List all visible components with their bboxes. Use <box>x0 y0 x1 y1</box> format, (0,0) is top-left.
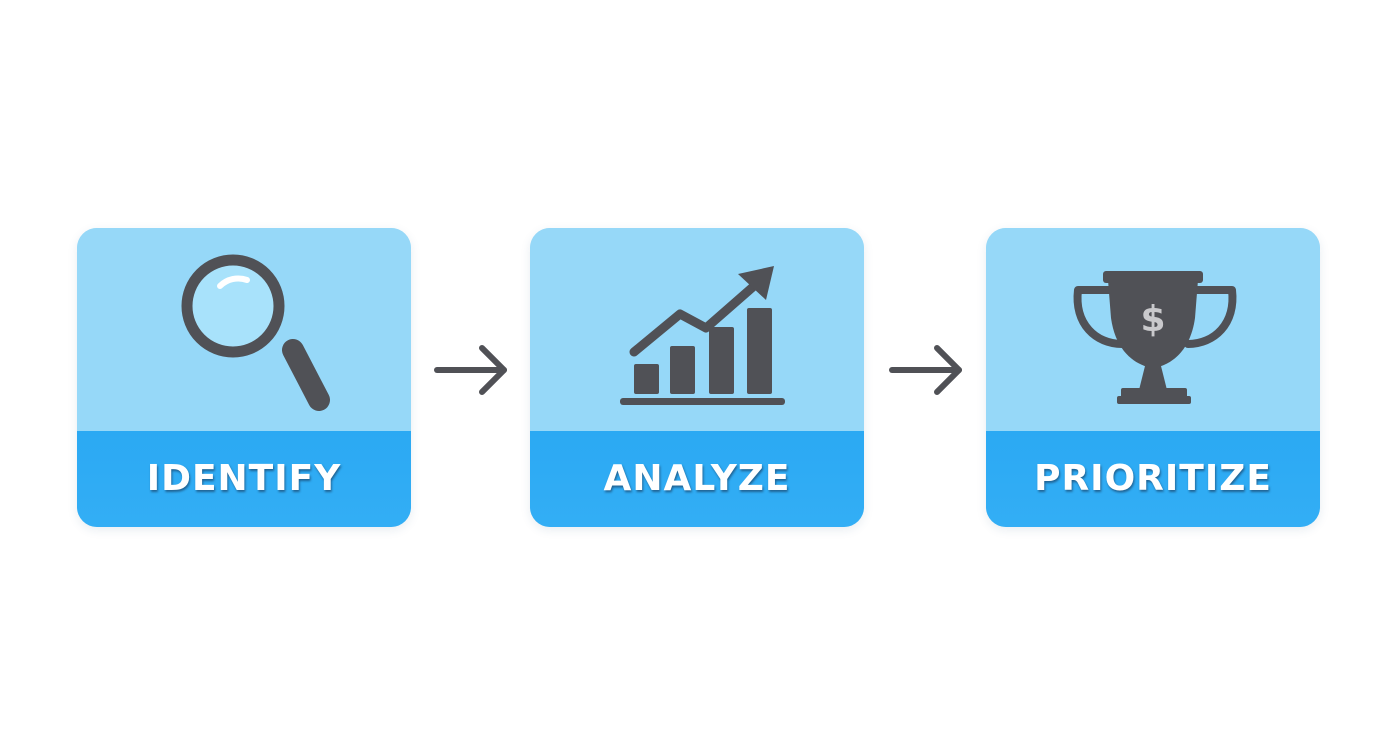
arrow-right-icon <box>432 342 510 398</box>
card-icon-area: $ <box>986 228 1320 431</box>
card-label-band: IDENTIFY <box>77 431 411 527</box>
step-card-prioritize: $ PRIORITIZE <box>986 228 1320 527</box>
trophy-icon: $ <box>986 228 1320 431</box>
magnifying-glass-icon <box>77 228 411 431</box>
step-label: PRIORITIZE <box>1034 458 1272 499</box>
growth-chart-icon <box>530 228 864 431</box>
step-label: IDENTIFY <box>146 458 342 499</box>
card-icon-area <box>77 228 411 431</box>
step-label: ANALYZE <box>603 458 791 499</box>
arrow-right-icon <box>887 342 965 398</box>
step-card-analyze: ANALYZE <box>530 228 864 527</box>
step-card-identify: IDENTIFY <box>77 228 411 527</box>
card-label-band: PRIORITIZE <box>986 431 1320 527</box>
card-icon-area <box>530 228 864 431</box>
card-label-band: ANALYZE <box>530 431 864 527</box>
dollar-symbol: $ <box>1140 299 1165 340</box>
